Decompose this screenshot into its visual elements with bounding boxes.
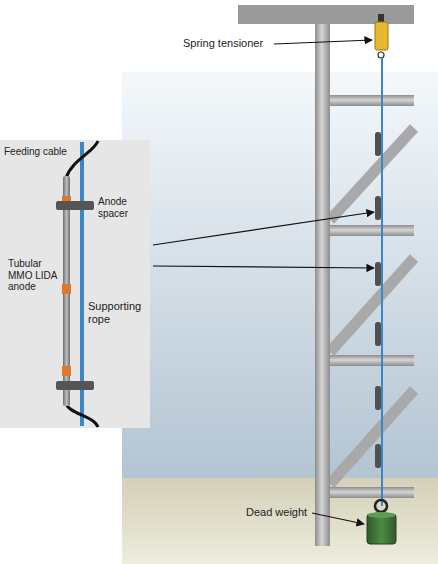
diagonal-brace xyxy=(330,390,414,484)
leader-lines xyxy=(153,40,374,524)
anode-spacer xyxy=(56,201,94,210)
anode-string xyxy=(375,132,381,468)
tubular-anode xyxy=(63,176,70,406)
diagonal-brace xyxy=(330,258,414,352)
diagonal-braces xyxy=(330,128,414,484)
leader-arrow xyxy=(274,40,372,44)
part-label: Tubular MMO LIDA anode xyxy=(8,258,60,293)
feeding-cable xyxy=(66,404,98,427)
mmo-anode xyxy=(375,386,381,410)
dead-weight-block xyxy=(367,514,396,544)
jacket-leg xyxy=(315,24,330,546)
anode-band xyxy=(62,366,71,376)
horizontal-brace xyxy=(330,487,414,498)
mmo-anode xyxy=(375,132,381,156)
supporting-rope xyxy=(381,58,383,506)
part-label: Supporting rope xyxy=(88,300,148,325)
dead-weight-top xyxy=(368,512,396,518)
part-label: Feeding cable xyxy=(4,146,67,158)
diagonal-brace xyxy=(330,128,414,220)
leader-arrow xyxy=(153,266,374,268)
mmo-anode xyxy=(375,262,381,286)
horizontal-brace xyxy=(330,95,414,106)
anode-spacer xyxy=(56,381,94,390)
horizontal-braces xyxy=(330,95,414,498)
mmo-anode xyxy=(375,196,381,220)
inset-background xyxy=(0,140,150,428)
feeding-cable xyxy=(66,141,98,178)
ring xyxy=(375,500,387,512)
leader-arrow xyxy=(312,513,364,524)
topside-deck xyxy=(238,5,414,24)
horizontal-brace xyxy=(330,225,414,236)
spring-tensioner-symbol xyxy=(375,14,388,58)
inset-panel xyxy=(0,140,150,428)
seabed xyxy=(122,478,438,564)
shackle xyxy=(378,14,384,22)
leader-arrow xyxy=(153,212,374,245)
dead-weight-symbol xyxy=(367,500,396,544)
part-label: Anode spacer xyxy=(98,196,142,219)
mmo-anode xyxy=(375,322,381,346)
part-label: Dead weight xyxy=(246,506,307,519)
part-label: Spring tensioner xyxy=(183,37,263,50)
ring xyxy=(378,52,384,58)
horizontal-brace xyxy=(330,355,414,366)
anode-band xyxy=(62,284,71,294)
tensioner-body xyxy=(375,22,388,50)
mmo-anode xyxy=(375,444,381,468)
